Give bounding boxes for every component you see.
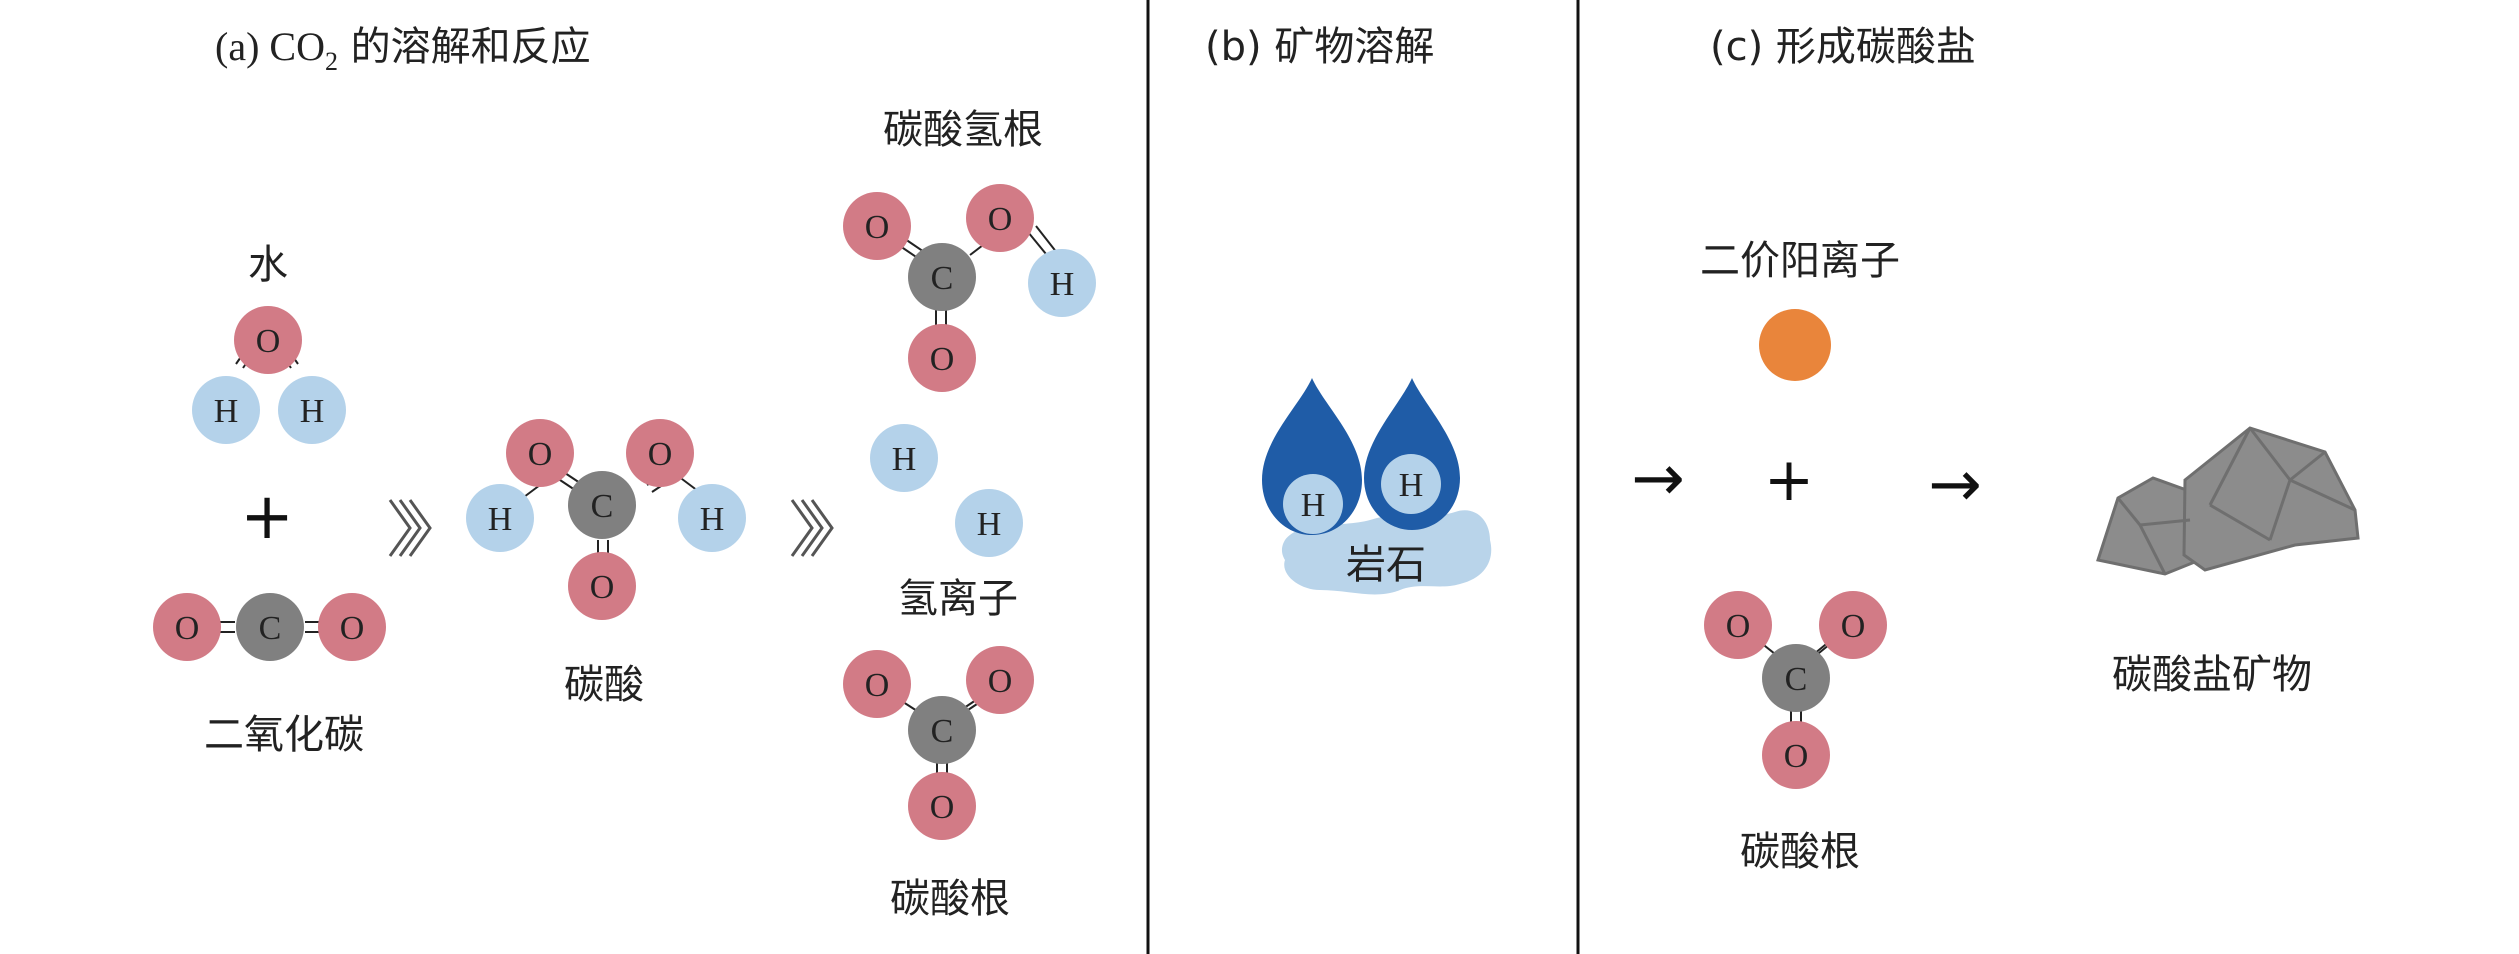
svg-text:H: H [892,441,917,478]
panel-c: (c) 形成碳酸盐 二价阳离子 → + → O O C O 碳酸根 [1631,24,2360,875]
carbon-atom [568,471,636,539]
svg-text:H: H [1399,467,1424,504]
panel-b: (b) 矿物溶解 H H 岩石 [1205,24,1492,595]
water-molecule: O H H [192,306,346,444]
carbon-atom [236,593,304,661]
svg-text:C: C [591,488,614,525]
bicarbonate-label: 碳酸氢根 [883,107,1043,153]
carbon-atom [1762,644,1830,712]
rock-shape [1281,510,1492,595]
svg-text:H: H [300,393,325,430]
oxygen-atom [1819,591,1887,659]
carbonic-acid-label: 碳酸 [564,662,644,708]
svg-text:C: C [259,610,282,647]
svg-text:O: O [340,610,365,647]
oxygen-atom [506,419,574,487]
carbonate-label-a: 碳酸根 [890,876,1010,922]
carbon-atom [908,696,976,764]
oxygen-atom [153,593,221,661]
oxygen-atom [843,650,911,718]
carbonate-molecule-c: O O C O [1704,591,1887,789]
svg-text:O: O [930,789,955,826]
svg-text:O: O [988,201,1013,238]
hydrogen-ion-label: 氢离子 [898,576,1018,622]
oxygen-atom [1762,721,1830,789]
svg-text:O: O [1784,738,1809,775]
arrow-in: → [1631,442,1685,516]
svg-text:O: O [175,610,200,647]
equilibrium-arrow-2 [790,499,834,557]
rock-label: 岩石 [1346,542,1426,588]
svg-text:O: O [590,569,615,606]
svg-text:H: H [214,393,239,430]
svg-text:O: O [1841,608,1866,645]
svg-text:O: O [528,436,553,473]
svg-text:O: O [1726,608,1751,645]
carbonic-acid-molecule: O O H C H O [466,419,746,620]
oxygen-atom [568,552,636,620]
svg-text:H: H [700,501,725,538]
divalent-cation [1759,309,1831,381]
water-label: 水 [248,242,288,288]
panel-b-title: (b) 矿物溶解 [1205,24,1434,70]
svg-text:C: C [931,260,954,297]
svg-text:C: C [1785,661,1808,698]
carbonate-label-c: 碳酸根 [1740,829,1860,875]
svg-text:O: O [865,209,890,246]
svg-text:H: H [1050,266,1075,303]
oxygen-atom [843,192,911,260]
divalent-cation-label: 二价阳离子 [1700,238,1900,284]
oxygen-atom [234,306,302,374]
svg-text:O: O [865,667,890,704]
svg-text:O: O [648,436,673,473]
panel-a: (a) CO2 的溶解和反应 水 O H H + O C [153,24,1096,922]
oxygen-atom [908,324,976,392]
oxygen-atom [626,419,694,487]
co2-label: 二氧化碳 [204,712,364,758]
oxygen-atom [966,184,1034,252]
hydrogen-ion [955,489,1023,557]
equilibrium-arrow-1 [388,499,432,557]
svg-text:H: H [488,501,513,538]
hydrogen-ion [870,424,938,492]
hydrogen-ions: H H [870,424,1023,557]
hydrogen-ion [1381,454,1441,514]
svg-text:O: O [930,341,955,378]
hydrogen-atom [466,484,534,552]
panel-a-title: (a) CO2 的溶解和反应 [215,24,591,76]
hydrogen-ion [1283,474,1343,534]
bicarbonate-molecule: O O C H O [843,184,1096,392]
carbonate-mineral-shape [2096,426,2360,576]
hydrogen-atom [192,376,260,444]
hydrogen-atom [678,484,746,552]
carbonate-mineral-label: 碳酸盐矿物 [2112,652,2312,698]
carbonate-molecule-a: O O C O [843,646,1034,840]
svg-text:O: O [256,323,281,360]
co2-molecule: O C O [153,593,386,661]
plus-sign: + [240,480,294,554]
svg-text:H: H [977,506,1002,543]
oxygen-atom [318,593,386,661]
plus-sign-c: + [1764,445,1814,515]
oxygen-atom [1704,591,1772,659]
svg-text:O: O [988,663,1013,700]
oxygen-atom [966,646,1034,714]
svg-text:H: H [1301,487,1326,524]
hydrogen-atom [1028,249,1096,317]
arrow-out: → [1928,448,1982,522]
oxygen-atom [908,772,976,840]
panel-c-title: (c) 形成碳酸盐 [1710,24,1976,70]
carbon-atom [908,243,976,311]
svg-text:C: C [931,713,954,750]
hydrogen-atom [278,376,346,444]
